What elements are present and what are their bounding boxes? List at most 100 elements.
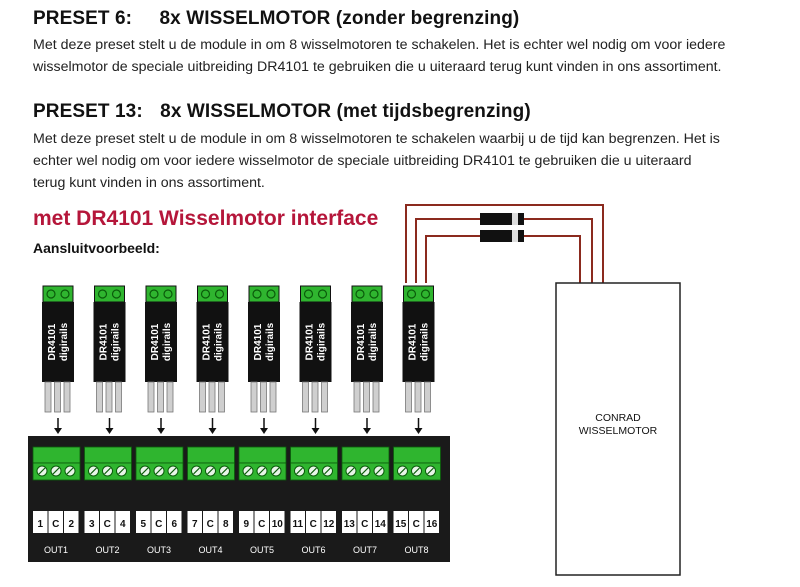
preset6-description: Met deze preset stelt u de module in om … bbox=[33, 34, 773, 78]
arrow-head-icon bbox=[208, 428, 217, 434]
terminal-number: 7 bbox=[192, 519, 198, 530]
module-pin bbox=[115, 381, 122, 413]
screw-icon bbox=[252, 289, 262, 299]
module-pin bbox=[302, 381, 309, 413]
preset13-line3: terug kunt vinden in ons assortiment. bbox=[33, 175, 265, 191]
preset6-title: 8x WISSELMOTOR (zonder begrenzing) bbox=[159, 8, 520, 29]
arrow-head-icon bbox=[54, 428, 62, 434]
terminal-cell bbox=[33, 511, 48, 533]
terminal-cell bbox=[373, 511, 388, 533]
terminal-block bbox=[84, 446, 132, 481]
screw-icon bbox=[420, 289, 431, 299]
terminal-number: 12 bbox=[323, 519, 335, 530]
module-label-1: DR4101 bbox=[47, 323, 58, 360]
terminal-number: 15 bbox=[395, 519, 407, 530]
terminal-number: C bbox=[207, 519, 214, 530]
terminal-block bbox=[238, 446, 287, 481]
terminal-number: 4 bbox=[120, 519, 126, 530]
module-label-1: DR4101 bbox=[253, 323, 264, 360]
terminal-number: 5 bbox=[140, 519, 146, 530]
terminal-cell bbox=[254, 511, 269, 533]
terminal-cell bbox=[321, 511, 336, 533]
module-body bbox=[93, 302, 126, 382]
arrow-head-icon bbox=[157, 428, 165, 434]
terminal-number: 2 bbox=[68, 519, 74, 530]
terminal-number: 8 bbox=[223, 519, 229, 530]
module-label-1: DR4101 bbox=[408, 323, 419, 360]
module-pin bbox=[208, 381, 216, 413]
terminal-block bbox=[135, 446, 184, 481]
module-body bbox=[248, 302, 280, 382]
terminal-number: C bbox=[104, 519, 111, 530]
wire-inner bbox=[425, 235, 581, 283]
motor-label-2: WISSELMOTOR bbox=[579, 425, 658, 437]
preset13-line2: echter wel nodig om voor iedere wisselmo… bbox=[33, 153, 692, 169]
module-label-1: DR4101 bbox=[356, 323, 367, 360]
module-label-2: digirails bbox=[214, 322, 225, 361]
terminal-cell bbox=[136, 511, 151, 533]
module-pin bbox=[157, 381, 164, 413]
module-label-1: DR4101 bbox=[202, 323, 213, 360]
terminal-number: C bbox=[155, 519, 162, 530]
wire-outer bbox=[405, 204, 604, 283]
terminal-cell bbox=[239, 511, 254, 533]
terminal-block bbox=[32, 446, 81, 481]
terminal-number: C bbox=[258, 519, 265, 530]
motor-label-1: CONRAD bbox=[595, 412, 641, 424]
terminal-number: 10 bbox=[272, 519, 284, 530]
module-pin bbox=[199, 381, 206, 413]
diagram-title: met DR4101 Wisselmotor interface bbox=[33, 207, 379, 230]
module-pin bbox=[414, 381, 422, 413]
module-pin bbox=[63, 381, 71, 413]
screw-icon bbox=[266, 289, 276, 299]
module-pin bbox=[44, 381, 52, 413]
module-body bbox=[299, 302, 332, 382]
module-pin bbox=[321, 381, 328, 413]
module-pin bbox=[218, 381, 225, 413]
module-label-2: digirails bbox=[368, 322, 379, 361]
screw-icon bbox=[97, 289, 108, 299]
module-label-1: DR4101 bbox=[305, 323, 316, 360]
output-label: OUT2 bbox=[95, 545, 119, 555]
module-body bbox=[402, 302, 435, 382]
module-label-2: digirails bbox=[111, 322, 122, 361]
screw-icon bbox=[149, 289, 159, 299]
preset13-title: 8x WISSELMOTOR (met tijdsbegrenzing) bbox=[160, 101, 531, 122]
module-label-1: DR4101 bbox=[150, 323, 161, 360]
output-label: OUT5 bbox=[250, 545, 274, 555]
output-label: OUT7 bbox=[353, 545, 377, 555]
terminal-cell bbox=[393, 511, 408, 533]
preset6-heading: PRESET 6: 8x WISSELMOTOR (zonder begrenz… bbox=[33, 8, 519, 30]
terminal-number: C bbox=[310, 519, 317, 530]
module-pin bbox=[147, 381, 155, 413]
module-pin bbox=[424, 381, 431, 413]
terminal-cell bbox=[270, 511, 285, 533]
module-pin bbox=[260, 381, 267, 413]
preset13-description: Met deze preset stelt u de module in om … bbox=[33, 128, 773, 194]
arrow-head-icon bbox=[260, 428, 268, 434]
module-pin bbox=[372, 381, 380, 413]
terminal-cell bbox=[424, 511, 439, 533]
terminal-cell bbox=[187, 511, 202, 533]
preset13-heading: PRESET 13: 8x WISSELMOTOR (met tijdsbegr… bbox=[33, 101, 531, 123]
screw-icon bbox=[355, 289, 365, 299]
terminal-cell bbox=[357, 511, 372, 533]
screw-icon bbox=[406, 289, 417, 299]
screw-icon bbox=[163, 289, 173, 299]
motor-box bbox=[555, 282, 681, 576]
arrow-head-icon bbox=[105, 428, 114, 434]
arrow-head-icon bbox=[363, 428, 371, 434]
terminal-cell bbox=[115, 511, 130, 533]
module-pin bbox=[96, 381, 103, 413]
terminal-number: C bbox=[361, 519, 368, 530]
module-pin bbox=[363, 381, 370, 413]
